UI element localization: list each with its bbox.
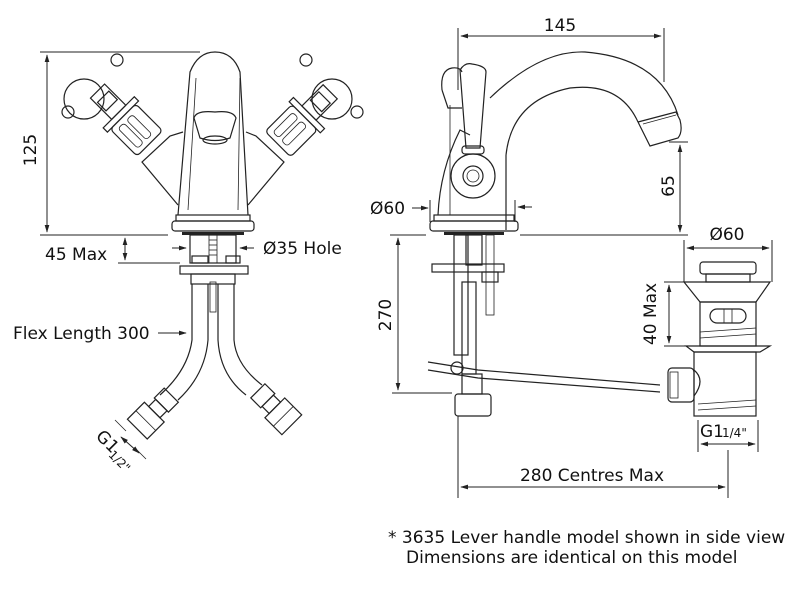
front-view-tap: [61, 51, 364, 440]
waste-thread-label: G1 1/4": [700, 422, 747, 442]
footnote-asterisk: *: [388, 528, 397, 548]
waste-fitting: [667, 261, 773, 417]
spout-height-label: 65: [659, 175, 679, 197]
base-diameter-label: Ø60: [370, 199, 405, 219]
hole-diameter-label: Ø35 Hole: [263, 239, 342, 259]
footnote-text-1: 3635 Lever handle model shown in side vi…: [401, 528, 786, 548]
waste-diameter-label: Ø60: [709, 225, 744, 245]
footnote-line-2: Dimensions are identical on this model: [406, 548, 738, 568]
footnote-line-1: * 3635 Lever handle model shown in side …: [388, 528, 785, 548]
side-dimensions: [390, 28, 773, 498]
svg-text:G1: G1: [700, 422, 724, 442]
flex-length-label: Flex Length 300: [13, 324, 150, 344]
front-height-label: 125: [21, 134, 41, 166]
front-dimensions: [40, 51, 254, 460]
max-thickness-label: 45 Max: [45, 245, 107, 265]
svg-text:1/4": 1/4": [722, 426, 747, 440]
centres-label: 280 Centres Max: [520, 466, 664, 486]
front-thread-label: G1 1/2": [91, 426, 133, 475]
reach-label: 145: [544, 16, 576, 36]
side-view-tap: [427, 51, 682, 417]
below-deck-label: 270: [376, 299, 396, 331]
waste-height-label: 40 Max: [641, 283, 661, 345]
